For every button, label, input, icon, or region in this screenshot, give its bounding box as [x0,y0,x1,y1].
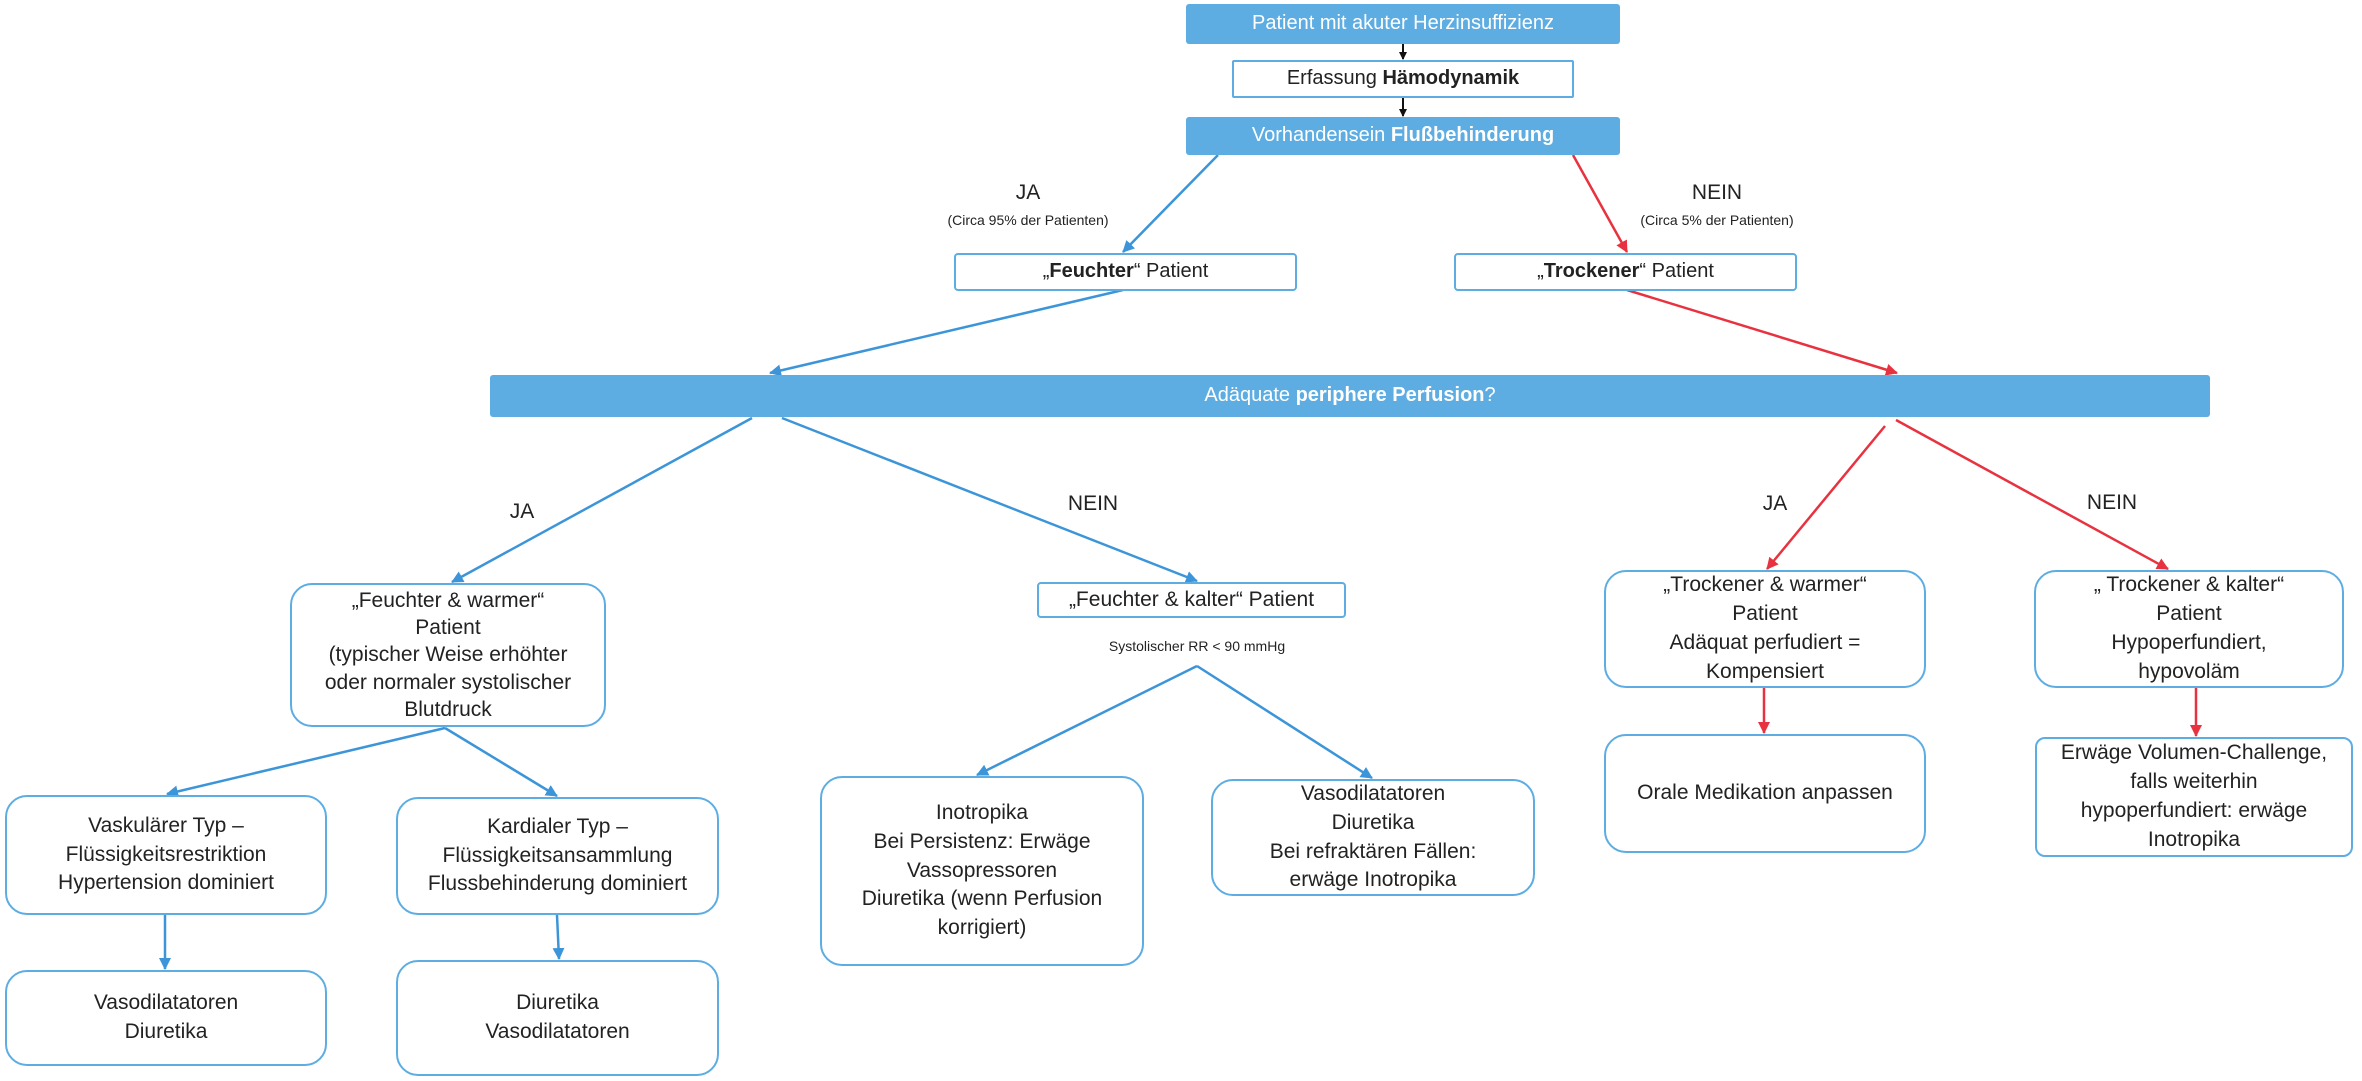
arrow-wet-cold-to-vasodilators [1196,664,1373,780]
inotropics-line-1: Inotropika [935,800,1029,824]
perfusion-question-node: Adäquate periphere Perfusion? [490,375,2210,417]
start-label: Patient mit akuter Herzinsuffizienz [1252,12,1554,35]
start-node: Patient mit akuter Herzinsuffizienz [1186,4,1620,44]
ja-right-label: JA [1762,492,1788,515]
wet-warm-line-5: Blutdruck [404,697,492,721]
vasodilators-line-4: erwäge Inotropika [1289,868,1457,892]
arrow-perfusion-to-wet-warm [451,416,753,584]
nein-left-label: NEIN [1067,492,1119,515]
arrow-perfusion-to-dry-warm [1766,425,1886,570]
arrow-perfusion-to-dry-cold [1895,418,2169,571]
vasodilators-line-3: Bei refraktären Fällen: [1269,839,1477,863]
vascular-treatment-node: Vasodilatatoren Diuretika [5,970,327,1066]
arrow-wet-to-perfusion [769,288,1124,377]
inotropics-line-5: korrigiert) [937,916,1027,940]
dry-warm-line-3: Adäquat perfudiert = [1669,631,1861,654]
cardiac-treatment-node: Diuretika Vasodilatatoren [396,960,719,1076]
hemodynamics-node: Erfassung Hämodynamik [1232,60,1574,98]
cardiac-type-line-1: Kardialer Typ – [487,814,628,838]
wet-warm-line-3: (typischer Weise erhöhter [328,643,568,667]
perfusion-question-label: Adäquate periphere Perfusion? [1204,384,1496,407]
vasodilators-node: Vasodilatatoren Diuretika Bei refraktäre… [1211,779,1535,896]
arrow-wet-warm-to-vascular [166,726,446,798]
arrow-flow-to-dry [1571,154,1629,253]
inotropics-line-3: Vassopressoren [906,858,1058,882]
nein-right-label: NEIN [2086,491,2138,514]
cardiac-treatment-line-1: Diuretika [516,991,599,1015]
dry-warm-line-1: „Trockener & warmer“ [1663,573,1867,597]
hemodynamics-label: Erfassung Hämodynamik [1286,67,1520,90]
cardiac-type-node: Kardialer Typ – Flüssigkeitsansammlung F… [396,797,719,915]
dry-warm-line-2: Patient [1732,602,1798,626]
inotropics-line-4: Diuretika (wenn Perfusion [861,887,1103,911]
dry-patient-label: „Trockener“ Patient [1537,260,1714,283]
flow-obstruction-node: Vorhandensein Flußbehinderung [1186,117,1620,155]
nein-top-label: NEIN [1691,181,1743,204]
arrow-perfusion-to-wet-cold [781,416,1198,583]
cardiac-type-line-2: Flüssigkeitsansammlung [442,843,673,867]
wet-warm-line-1: „Feuchter & warmer“ [351,588,545,612]
volume-challenge-line-2: falls weiterhin [2130,770,2258,794]
wet-warm-line-2: Patient [415,616,481,640]
volume-challenge-line-3: hypoperfundiert: erwäge [2080,799,2308,822]
vasodilators-line-1: Vasodilatatoren [1300,781,1446,805]
wet-warm-node: „Feuchter & warmer“ Patient (typischer W… [290,583,606,727]
vascular-type-line-1: Vaskulärer Typ – [88,813,244,837]
systolic-bp-label: Systolischer RR < 90 mmHg [1108,638,1286,654]
wet-warm-line-4: oder normaler systolischer [324,670,572,694]
cardiac-type-line-3: Flussbehinderung dominiert [427,872,688,896]
dry-patient-node: „Trockener“ Patient [1454,253,1797,291]
oral-medication-node: Orale Medikation anpassen [1604,734,1926,853]
flow-obstruction-label: Vorhandensein Flußbehinderung [1251,124,1555,147]
vascular-treatment-line-2: Diuretika [124,1020,208,1043]
oral-medication-label: Orale Medikation anpassen [1637,781,1893,805]
dry-warm-line-4: Kompensiert [1706,659,1824,683]
dry-cold-line-3: Hypoperfundiert, [2111,631,2267,654]
dry-warm-node: „Trockener & warmer“ Patient Adäquat per… [1604,570,1926,688]
volume-challenge-node: Erwäge Volumen-Challenge, falls weiterhi… [2035,737,2353,857]
wet-patient-node: „Feuchter“ Patient [954,253,1297,291]
cardiac-treatment-line-2: Vasodilatatoren [485,1020,630,1043]
inotropics-node: Inotropika Bei Persistenz: Erwäge Vassop… [820,776,1144,966]
vasodilators-line-2: Diuretika [1331,810,1415,834]
arrow-wet-warm-to-cardiac [444,726,558,798]
vascular-type-line-2: Flüssigkeitsrestriktion [65,842,267,866]
vascular-type-line-3: Hypertension dominiert [58,871,274,895]
nein-top-sublabel: (Circa 5% der Patienten) [1640,212,1794,228]
dry-cold-node: „ Trockener & kalter“ Patient Hypoperfun… [2034,570,2344,688]
dry-cold-line-2: Patient [2156,602,2222,626]
arrow-flow-to-wet [1122,154,1219,253]
ja-top-sublabel: (Circa 95% der Patienten) [947,212,1109,228]
volume-challenge-line-1: Erwäge Volumen-Challenge, [2060,741,2328,765]
ja-left-label: JA [509,500,535,523]
arrow-cardiac-to-treatment [552,914,565,960]
inotropics-line-2: Bei Persistenz: Erwäge [873,829,1091,853]
dry-cold-line-4: hypovoläm [2138,659,2240,683]
vascular-type-node: Vaskulärer Typ – Flüssigkeitsrestriktion… [5,795,327,915]
vascular-treatment-line-1: Vasodilatatoren [93,991,239,1015]
arrow-dry-to-perfusion [1626,288,1898,376]
wet-patient-label: „Feuchter“ Patient [1042,260,1209,283]
ja-top-label: JA [1015,181,1041,204]
wet-cold-label: „Feuchter & kalter“ Patient [1068,587,1315,611]
arrow-wet-cold-to-inotropics [976,664,1198,777]
dry-cold-line-1: „ Trockener & kalter“ [2093,573,2285,597]
wet-cold-node: „Feuchter & kalter“ Patient [1037,582,1346,618]
volume-challenge-line-4: Inotropika [2147,827,2241,851]
